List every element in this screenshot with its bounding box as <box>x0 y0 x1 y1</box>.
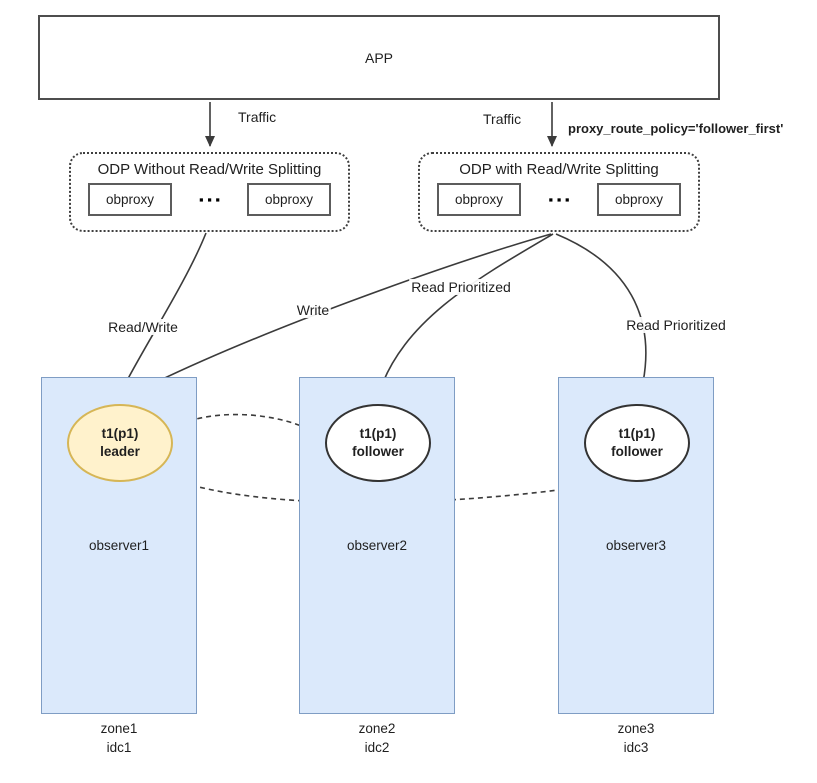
zone3-caption: zone3 idc3 <box>558 719 714 757</box>
zone1-observer-box: t1(p1) leader observer1 <box>41 377 197 714</box>
replica-role-label: follower <box>611 444 663 459</box>
odp-with-rw-splitting-title: ODP with Read/Write Splitting <box>459 161 659 178</box>
observer1-label: observer1 <box>88 538 150 553</box>
zone1-name: zone1 <box>100 721 138 736</box>
replica-role-label: follower <box>352 444 404 459</box>
follower-replica-ellipse: t1(p1) follower <box>325 404 431 482</box>
traffic-left-label: Traffic <box>236 109 279 125</box>
read-write-label: Read/Write <box>106 319 180 335</box>
traffic-right-label: Traffic <box>481 111 524 127</box>
obproxy-box: obproxy <box>437 183 521 216</box>
replica-role-label: leader <box>100 444 140 459</box>
odp-with-rw-splitting-group: ODP with Read/Write Splitting obproxy ▪ … <box>418 152 700 232</box>
write-arrow <box>133 233 552 394</box>
write-label: Write <box>294 302 332 318</box>
zone1-caption: zone1 idc1 <box>41 719 197 757</box>
odp-left-proxy-row: obproxy ▪ ▪ ▪ obproxy <box>71 183 348 216</box>
idc1-name: idc1 <box>106 740 132 755</box>
read-prioritized-zone3-arrow <box>555 233 649 393</box>
obproxy-box: obproxy <box>88 183 172 216</box>
replica-table-label: t1(p1) <box>101 426 139 441</box>
idc2-name: idc2 <box>364 740 390 755</box>
follower-replica-ellipse: t1(p1) follower <box>584 404 690 482</box>
replica-table-label: t1(p1) <box>359 426 397 441</box>
zone2-observer-box: t1(p1) follower observer2 <box>299 377 455 714</box>
zone2-caption: zone2 idc2 <box>299 719 455 757</box>
read-prioritized-zone2-arrow <box>377 233 554 394</box>
app-box: APP <box>38 15 720 100</box>
zone3-name: zone3 <box>617 721 655 736</box>
odp-right-proxy-row: obproxy ▪ ▪ ▪ obproxy <box>420 183 698 216</box>
odp-without-rw-splitting-group: ODP Without Read/Write Splitting obproxy… <box>69 152 350 232</box>
zone3-observer-box: t1(p1) follower observer3 <box>558 377 714 714</box>
observer2-label: observer2 <box>346 538 408 553</box>
leader-replica-ellipse: t1(p1) leader <box>67 404 173 482</box>
app-label: APP <box>364 49 393 66</box>
idc3-name: idc3 <box>623 740 649 755</box>
replica-table-label: t1(p1) <box>618 426 656 441</box>
proxy-route-policy-label: proxy_route_policy='follower_first' <box>566 121 786 136</box>
observer3-label: observer3 <box>605 538 667 553</box>
obproxy-box: obproxy <box>597 183 681 216</box>
zone2-name: zone2 <box>358 721 396 736</box>
obproxy-box: obproxy <box>247 183 331 216</box>
ellipsis-dots-icon: ▪ ▪ ▪ <box>548 192 570 207</box>
odp-without-rw-splitting-title: ODP Without Read/Write Splitting <box>97 161 322 178</box>
ellipsis-dots-icon: ▪ ▪ ▪ <box>198 192 221 207</box>
read-write-arrow <box>120 232 207 393</box>
read-prioritized-label-zone3: Read Prioritized <box>624 317 728 333</box>
read-prioritized-label-zone2: Read Prioritized <box>409 279 513 295</box>
